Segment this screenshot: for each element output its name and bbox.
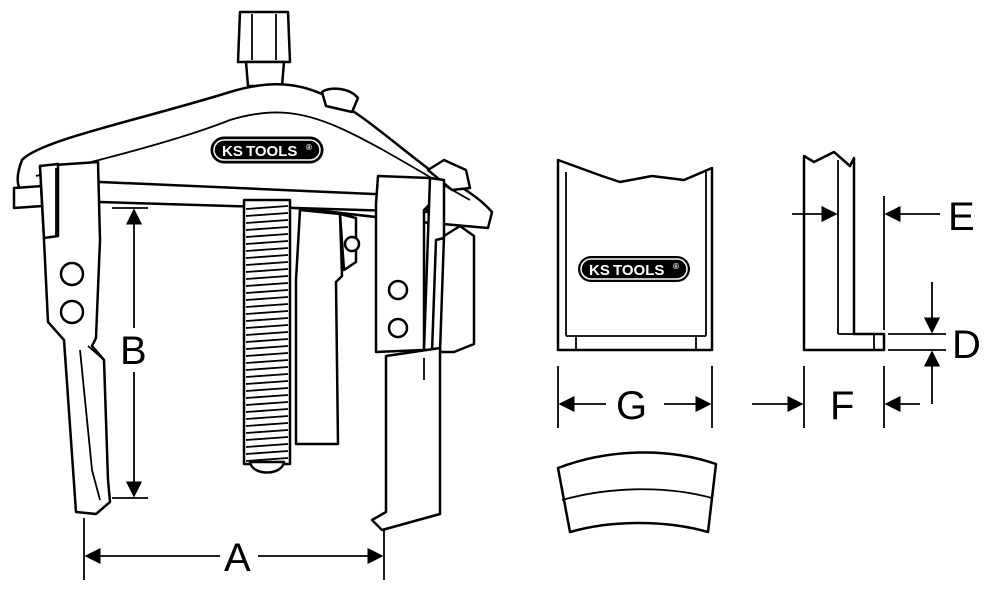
rear-jaw xyxy=(294,208,361,446)
label-a: A xyxy=(224,536,251,580)
logo-ks-2: KS xyxy=(589,262,610,279)
dimension-g: G xyxy=(557,366,713,428)
ks-tools-logo-yoke: KS TOOLS ® xyxy=(210,136,324,164)
label-e: E xyxy=(948,195,975,239)
dimension-f: F xyxy=(752,366,920,428)
logo-reg-2: ® xyxy=(673,262,679,271)
dimension-b: B xyxy=(112,207,148,499)
jaw-top-view xyxy=(556,451,718,534)
logo-reg: ® xyxy=(306,143,312,152)
ks-tools-logo-jaw: KS TOOLS ® xyxy=(578,256,690,282)
dimension-a: A xyxy=(83,518,385,580)
jaw-front-view: KS TOOLS ® G xyxy=(556,158,714,428)
left-jaw xyxy=(38,160,112,516)
label-d: D xyxy=(952,323,981,367)
right-jaw xyxy=(370,174,476,532)
label-g: G xyxy=(616,384,647,428)
dimension-d: D xyxy=(888,282,981,404)
puller: KS TOOLS ® xyxy=(12,10,494,580)
logo-tools-2: TOOLS xyxy=(613,262,664,279)
threaded-spindle xyxy=(242,198,292,474)
logo-ks: KS xyxy=(222,143,243,160)
label-b: B xyxy=(120,329,147,373)
logo-tools: TOOLS xyxy=(246,143,297,160)
spindle-nut xyxy=(236,10,292,64)
label-f: F xyxy=(830,384,854,428)
dimension-e: E xyxy=(792,195,975,330)
jaw-side-view: E D F xyxy=(752,150,981,428)
